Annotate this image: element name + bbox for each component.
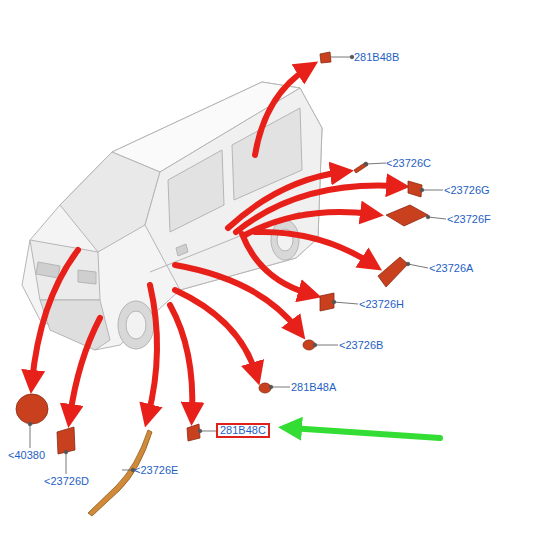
highlight-box: 281B48C bbox=[216, 423, 270, 438]
pointer-arrow bbox=[290, 428, 440, 438]
part-number: <23726F bbox=[447, 213, 491, 226]
part-number: <23726G bbox=[444, 184, 490, 197]
part-number: 281B48B bbox=[354, 51, 399, 64]
part-number: <23726H bbox=[359, 298, 404, 311]
part-number: <23726C bbox=[386, 157, 431, 170]
part-number: <23726B bbox=[339, 339, 383, 352]
part-number: <23726E bbox=[134, 464, 178, 477]
part-number: <23726D bbox=[44, 475, 89, 488]
part-number: 281B48A bbox=[291, 381, 336, 394]
part-number: <23726A bbox=[429, 262, 473, 275]
part-shapes bbox=[16, 52, 428, 516]
callout-arrows bbox=[32, 68, 398, 416]
part-number: <40380 bbox=[8, 449, 45, 462]
part-number: 281B48C bbox=[220, 424, 266, 436]
leader-lines bbox=[28, 55, 446, 474]
